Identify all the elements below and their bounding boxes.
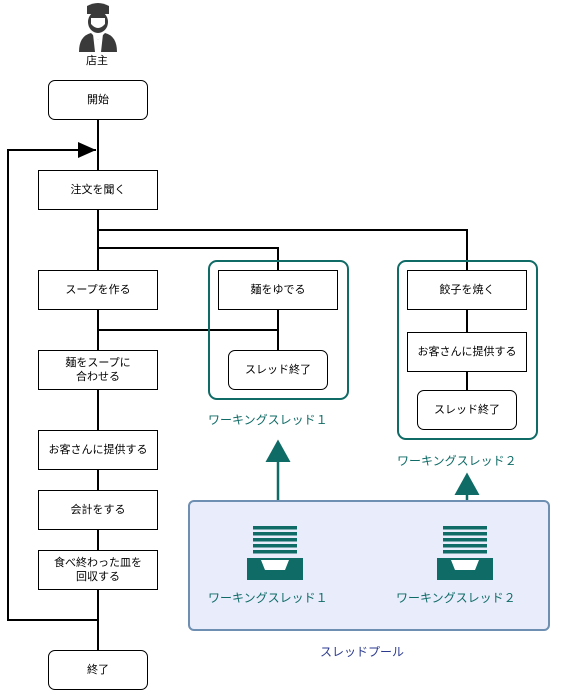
checkout-step: 会計をする (38, 490, 158, 530)
thread1-end-node: スレッド終了 (228, 350, 328, 390)
collect-plates-step: 食べ終わった皿を 回収する (38, 550, 158, 590)
loop-back-line (7, 142, 98, 621)
thread2-label: ワーキングスレッド２ (397, 454, 517, 468)
thread2-serve-step: お客さんに提供する (407, 332, 527, 372)
thread-pool-label: スレッドプール (320, 645, 405, 659)
thread1-lane (208, 260, 349, 400)
fork-thread1-line (98, 247, 279, 270)
thread2-lane (397, 260, 538, 440)
actor-label: 店主 (86, 54, 108, 67)
take-order-step: 注文を聞く (38, 170, 158, 210)
pool-worker2-label: ワーキングスレッド２ (396, 591, 516, 605)
start-node: 開始 (48, 80, 148, 120)
pool-worker2-tray-icon (437, 526, 493, 580)
combine-noodles-step: 麺をスープに 合わせる (38, 350, 158, 390)
grill-gyoza-step: 餃子を焼く (407, 270, 527, 310)
fork-thread2-line (98, 229, 468, 270)
thread-pool (188, 500, 550, 631)
thread2-end-node: スレッド終了 (417, 390, 517, 430)
pool-worker1-tray-icon (247, 526, 303, 580)
make-soup-step: スープを作る (38, 270, 158, 310)
boil-noodles-step: 麺をゆでる (218, 270, 338, 310)
pool-worker1-label: ワーキングスレッド１ (208, 591, 328, 605)
thread1-label: ワーキングスレッド１ (208, 413, 328, 427)
serve-customer-step: お客さんに提供する (38, 430, 158, 470)
chef-person-icon (79, 3, 117, 52)
end-node: 終了 (48, 650, 148, 690)
